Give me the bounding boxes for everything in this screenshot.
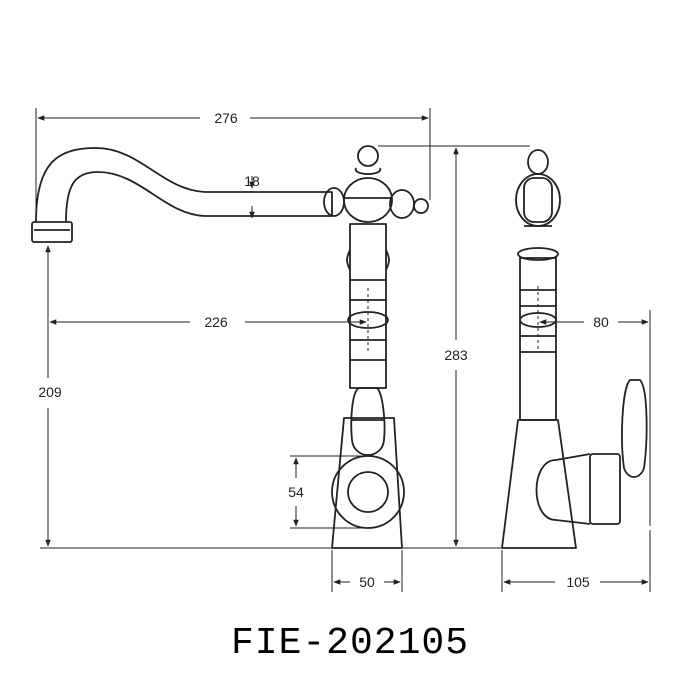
dim-handle-hub: 54 [288, 484, 304, 500]
side-base [501, 419, 577, 549]
lever-handle [350, 387, 386, 456]
side-view-faucet [501, 149, 648, 549]
dim-side-depth: 105 [566, 574, 590, 590]
spout-nozzle [31, 221, 73, 243]
front-view-faucet [31, 145, 429, 549]
faucet-body [349, 223, 387, 389]
spout-outline [35, 147, 333, 223]
dim-spout-height: 209 [38, 384, 62, 400]
handle-hub-inner [347, 471, 389, 513]
dim-overall-width: 276 [214, 110, 238, 126]
side-handle-collar [589, 453, 621, 525]
dim-base-width: 50 [359, 574, 375, 590]
handle-hub-outer [331, 455, 405, 529]
model-code-label: FIE-202105 [230, 622, 470, 665]
dimension-lines [35, 108, 651, 592]
dim-spout-reach: 226 [204, 314, 228, 330]
dim-spout-thickness: 18 [244, 173, 260, 189]
side-body [519, 257, 557, 421]
cross-head [343, 177, 393, 223]
top-finial [357, 145, 379, 167]
side-lever [621, 379, 648, 478]
side-top-finial [527, 149, 549, 175]
dim-overall-height: 283 [444, 347, 468, 363]
dim-side-offset: 80 [593, 314, 609, 330]
